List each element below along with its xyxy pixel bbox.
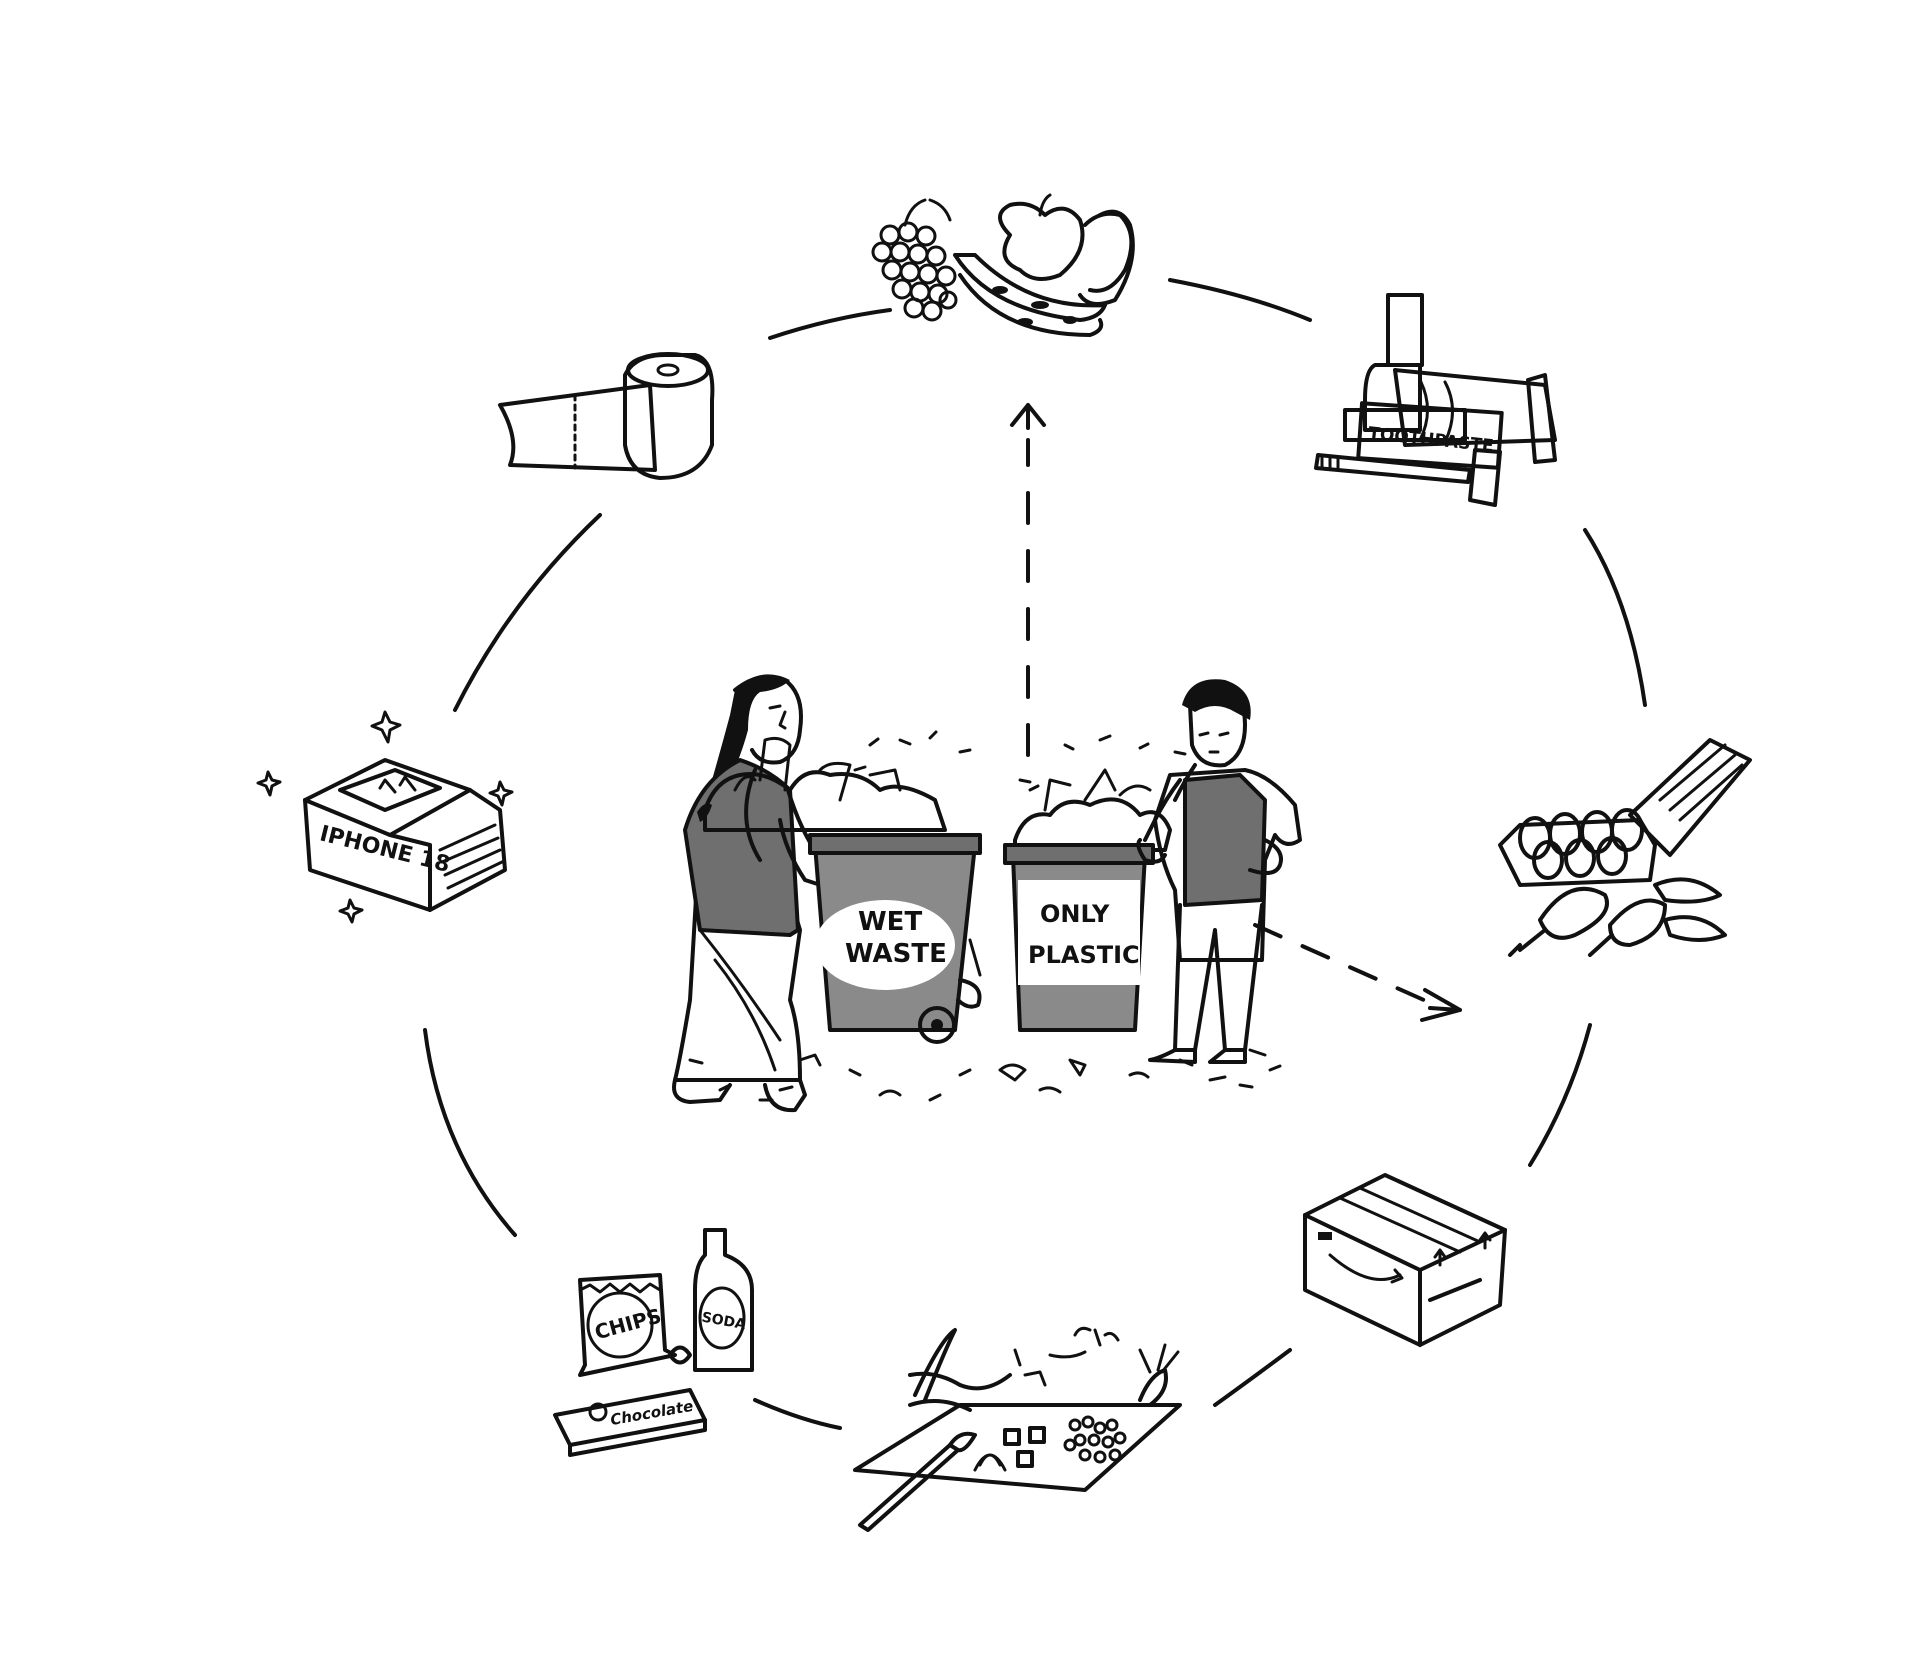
toothpaste-icon: TOOTHPASTE xyxy=(1314,293,1557,507)
apples xyxy=(998,193,1135,306)
dashed-arrow-right-line xyxy=(1253,923,1437,1007)
cycle-arc-top-right xyxy=(1168,278,1312,322)
dashed-arrow-right-head xyxy=(1420,988,1462,1022)
sparkle-icon xyxy=(488,780,514,807)
phone-box-label: IPHONE 18 xyxy=(317,821,452,877)
plastic-bin-label-line1: ONLY xyxy=(1040,900,1110,928)
soda-label: SODA xyxy=(700,1310,747,1334)
wet-waste-bin: WET WASTE xyxy=(703,736,982,1044)
cycle-arc-right-lower xyxy=(1528,1023,1592,1167)
cycle-arc-bottom-left xyxy=(753,1398,842,1430)
cycle-arc-left-lower xyxy=(423,1028,517,1237)
plastic-bin: ONLY PLASTIC xyxy=(1003,768,1172,1032)
wet-bin-label-line1: WET xyxy=(858,907,922,937)
snacks-icon: CHIPS SODA Chocolate xyxy=(553,1228,754,1457)
ground-scraps xyxy=(688,730,1282,1102)
bananas xyxy=(953,253,1107,337)
sparkle-icon xyxy=(256,770,282,797)
cutting-board-icon xyxy=(853,1326,1182,1532)
toilet-roll-icon xyxy=(498,352,715,480)
fruits-icon xyxy=(871,193,1135,337)
eggs-chicken-icon xyxy=(1498,738,1752,957)
cycle-arc-right-upper xyxy=(1583,528,1647,707)
wet-bin-label-line2: WASTE xyxy=(845,939,947,969)
phone-box-icon: IPHONE 18 xyxy=(256,710,514,924)
dashed-arrow-up xyxy=(1010,403,1046,757)
dashed-arrow-right xyxy=(1253,923,1462,1022)
sparkle-icon xyxy=(338,898,364,924)
sparkle-icon xyxy=(370,710,402,744)
cycle-arc-top-left xyxy=(768,308,892,340)
amazon-box-icon xyxy=(1303,1173,1507,1347)
plastic-bin-label-line2: PLASTIC xyxy=(1028,941,1140,969)
cycle-arcs xyxy=(423,278,1647,1430)
man-worker xyxy=(1136,679,1302,1064)
chips-label: CHIPS xyxy=(592,1304,664,1345)
grapes xyxy=(871,198,958,322)
dashed-arrow-up-head xyxy=(1010,403,1046,430)
cycle-arc-bottom-right xyxy=(1213,1348,1292,1407)
cycle-arc-left-upper xyxy=(453,513,602,712)
peas xyxy=(1063,1415,1127,1464)
